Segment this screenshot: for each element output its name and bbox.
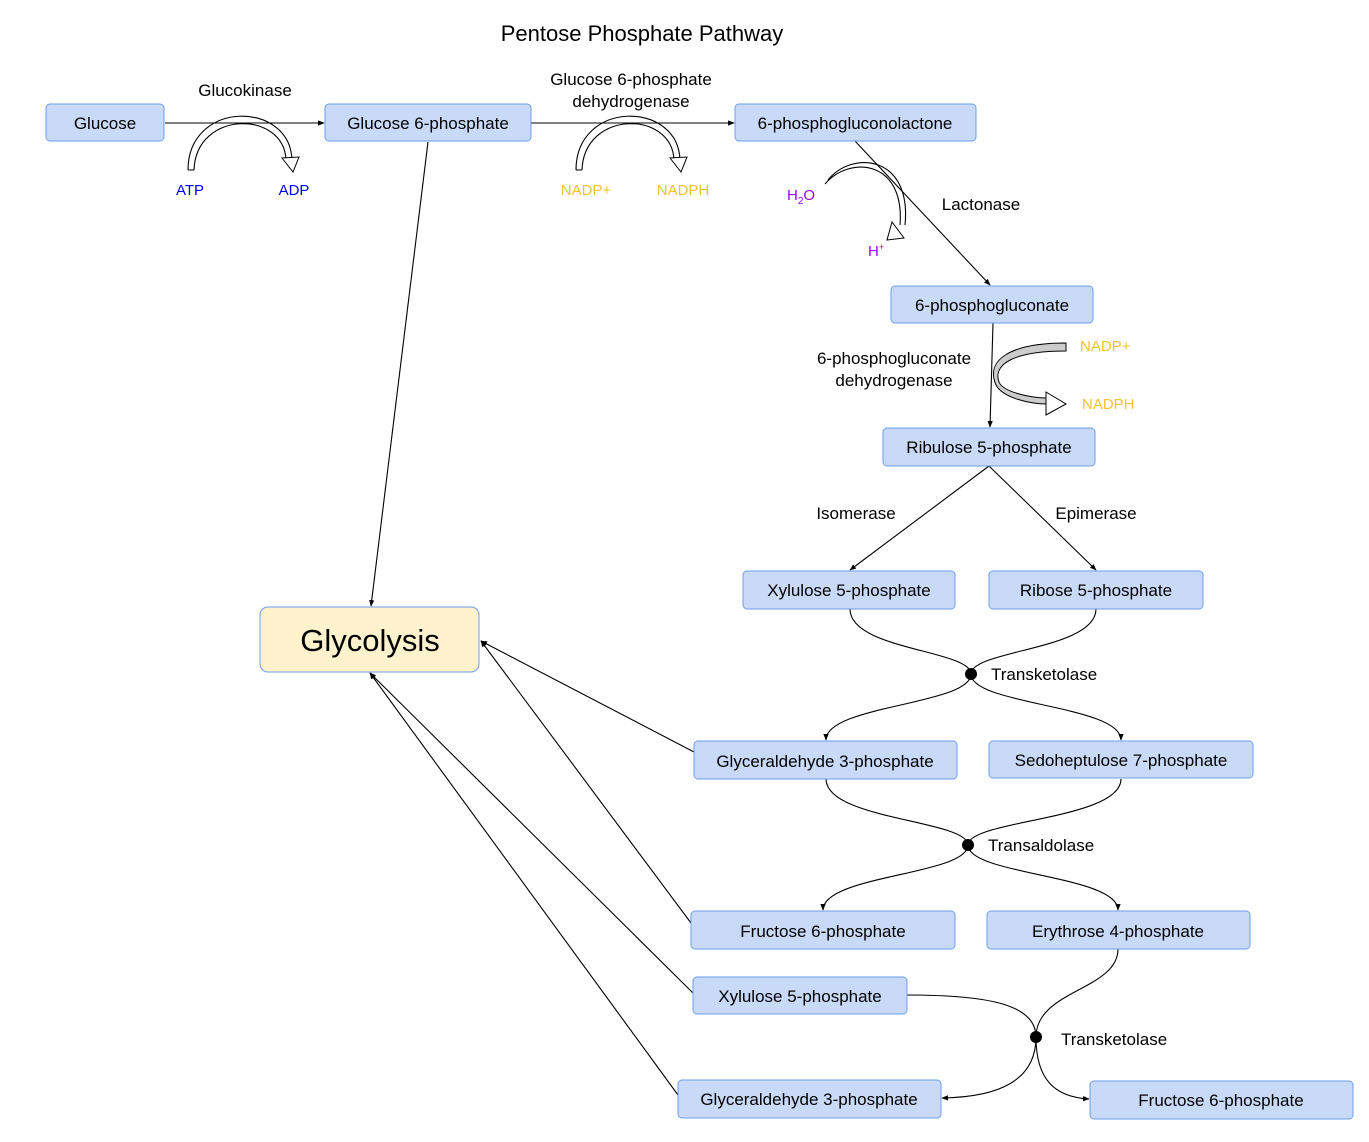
node-fructose-6-phosphate-1: Fructose 6-phosphate: [690, 910, 956, 950]
edge-ta-e4p: [967, 844, 1121, 911]
cofactor-arrow-atp-adp: [187, 115, 300, 173]
node-erythrose-4-phosphate: Erythrose 4-phosphate: [986, 910, 1251, 950]
svg-text:Glucose 6-phosphate: Glucose 6-phosphate: [347, 114, 509, 133]
node-6-phosphogluconate: 6-phosphogluconate: [890, 285, 1094, 324]
edge-ga3p2-glycolysis: [369, 672, 679, 1096]
enzyme-lactonase: Lactonase: [942, 195, 1020, 214]
transketolase-junction-2: [1030, 1031, 1042, 1043]
svg-text:Xylulose 5-phosphate: Xylulose 5-phosphate: [718, 987, 882, 1006]
node-ribose-5-phosphate: Ribose 5-phosphate: [988, 570, 1204, 610]
node-fructose-6-phosphate-2: Fructose 6-phosphate: [1089, 1080, 1354, 1120]
cofactor-nadp-2: NADP+: [1080, 338, 1131, 355]
enzyme-g6pd-line1: Glucose 6-phosphate: [550, 70, 712, 89]
enzyme-transaldolase: Transaldolase: [988, 836, 1094, 855]
svg-text:Fructose 6-phosphate: Fructose 6-phosphate: [1138, 1091, 1303, 1110]
edge-f6p-glycolysis: [480, 640, 692, 924]
svg-text:Glyceraldehyde 3-phosphate: Glyceraldehyde 3-phosphate: [716, 752, 933, 771]
cofactor-proton: H+: [868, 242, 884, 260]
svg-text:Ribose 5-phosphate: Ribose 5-phosphate: [1020, 581, 1172, 600]
edge-r5p-tk1: [970, 608, 1097, 675]
cofactor-atp: ATP: [176, 182, 204, 199]
cofactor-nadp-1: NADP+: [561, 182, 612, 199]
edge-ta-f6p: [820, 844, 969, 911]
enzyme-pgd-line2: dehydrogenase: [835, 371, 952, 390]
edges: [165, 120, 1124, 1102]
node-sedoheptulose-7-phosphate: Sedoheptulose 7-phosphate: [988, 740, 1254, 779]
svg-text:Fructose 6-phosphate: Fructose 6-phosphate: [740, 922, 905, 941]
edge-xu5p2-tk2: [906, 994, 1037, 1038]
node-xylulose-5-phosphate-1: Xylulose 5-phosphate: [742, 570, 956, 610]
edge-xu5p2-glycolysis: [369, 672, 694, 994]
edge-g6p-glycolysis: [369, 141, 429, 607]
node-6-phosphogluconolactone: 6-phosphogluconolactone: [734, 103, 977, 142]
svg-text:Erythrose 4-phosphate: Erythrose 4-phosphate: [1032, 922, 1204, 941]
svg-text:Sedoheptulose 7-phosphate: Sedoheptulose 7-phosphate: [1015, 751, 1228, 770]
svg-text:6-phosphogluconate: 6-phosphogluconate: [915, 296, 1069, 315]
cofactor-adp: ADP: [279, 182, 310, 199]
node-ribulose-5-phosphate: Ribulose 5-phosphate: [882, 427, 1096, 467]
node-glucose: Glucose: [45, 103, 165, 142]
node-glyceraldehyde-3-phosphate-2: Glyceraldehyde 3-phosphate: [677, 1079, 942, 1119]
transaldolase-junction: [962, 839, 974, 851]
enzyme-epimerase: Epimerase: [1055, 504, 1136, 523]
enzyme-pgd-line1: 6-phosphogluconate: [817, 349, 971, 368]
node-glycolysis: Glycolysis: [259, 606, 480, 673]
cofactor-nadph-2: NADPH: [1082, 396, 1135, 413]
enzyme-glucokinase: Glucokinase: [198, 81, 292, 100]
transketolase-junction-1: [965, 668, 977, 680]
svg-text:6-phosphogluconolactone: 6-phosphogluconolactone: [758, 114, 953, 133]
cofactor-nadph-1: NADPH: [657, 182, 710, 199]
svg-text:Glycolysis: Glycolysis: [300, 623, 440, 658]
cofactor-arrow-nadp-nadph-2: [993, 342, 1068, 416]
svg-text:Xylulose 5-phosphate: Xylulose 5-phosphate: [767, 581, 931, 600]
enzyme-isomerase: Isomerase: [816, 504, 895, 523]
edge-ru5p-xu5p: [849, 465, 990, 571]
edge-s7p-ta: [967, 778, 1122, 846]
edge-tk2-f6p2: [1035, 1036, 1090, 1102]
edge-ga3p-glycolysis: [480, 640, 695, 753]
edge-e4p-tk2: [1035, 948, 1119, 1038]
node-glucose-6-phosphate: Glucose 6-phosphate: [324, 103, 532, 142]
edge-tk1-ga3p: [823, 673, 972, 741]
edge-ru5p-r5p: [988, 465, 1097, 571]
enzyme-transketolase-2: Transketolase: [1061, 1030, 1167, 1049]
edge-ga3p-ta: [825, 778, 969, 846]
edge-tk2-ga3p2: [941, 1036, 1037, 1101]
edge-xu5p-tk1: [849, 608, 972, 675]
enzyme-transketolase-1: Transketolase: [991, 665, 1097, 684]
enzyme-g6pd-line2: dehydrogenase: [572, 92, 689, 111]
svg-text:Ribulose 5-phosphate: Ribulose 5-phosphate: [906, 438, 1071, 457]
edge-tk1-s7p: [970, 673, 1124, 741]
cofactor-arrow-water-proton: [824, 162, 907, 241]
edge-pg-ru5p: [987, 322, 994, 428]
svg-text:Glucose: Glucose: [74, 114, 136, 133]
cofactor-arrow-nadp-nadph-1: [575, 115, 688, 173]
node-glyceraldehyde-3-phosphate-1: Glyceraldehyde 3-phosphate: [693, 740, 958, 780]
cofactor-water: H2O: [787, 187, 815, 207]
diagram-title: Pentose Phosphate Pathway: [501, 21, 784, 46]
node-xylulose-5-phosphate-2: Xylulose 5-phosphate: [692, 976, 908, 1015]
svg-text:Glyceraldehyde 3-phosphate: Glyceraldehyde 3-phosphate: [700, 1090, 917, 1109]
